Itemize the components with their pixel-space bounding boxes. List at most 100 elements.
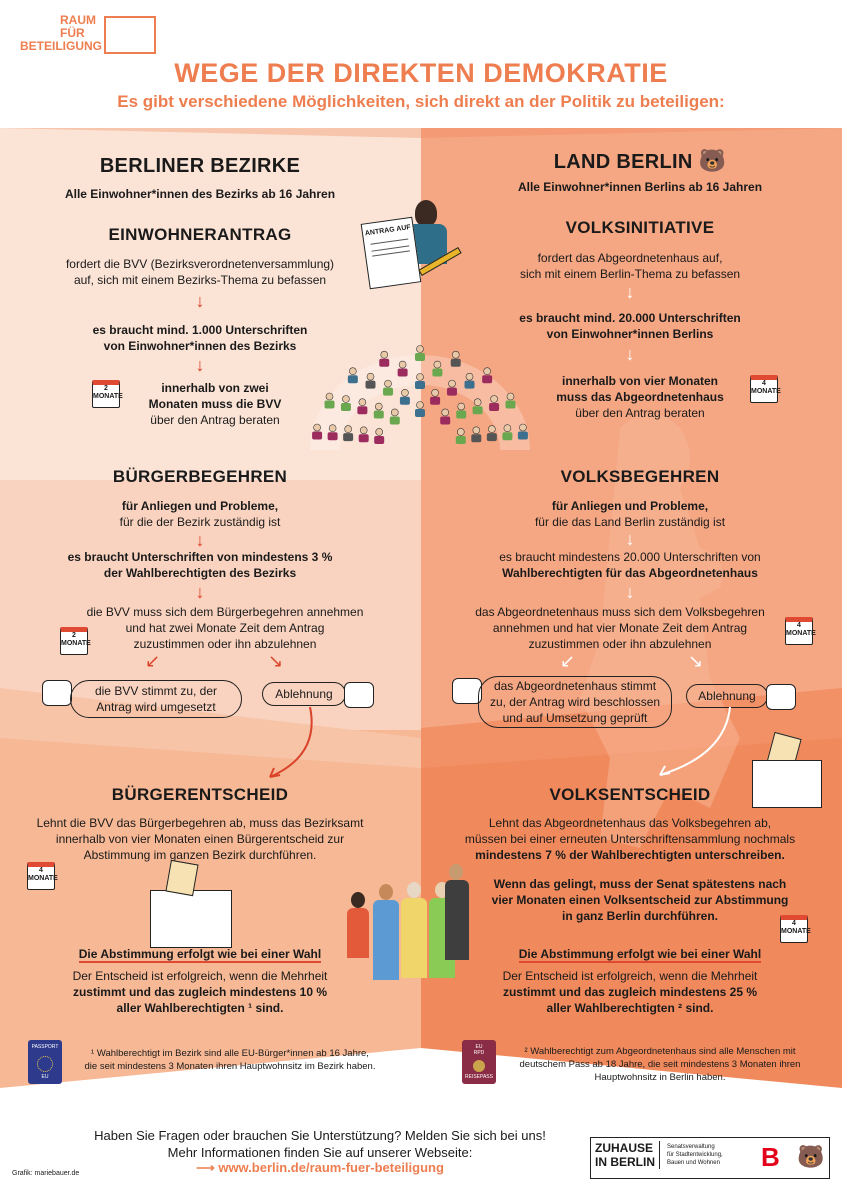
calendar-number: 4 (792, 920, 796, 927)
text-line: Abstimmung im ganzen Bezirk durchführen. (83, 848, 317, 862)
logo-line: FÜR (60, 26, 85, 40)
text-line: von Einwohner*innen Berlins (546, 327, 714, 341)
volksinitiative-desc: fordert das Abgeordnetenhaus auf, sich m… (440, 250, 820, 282)
ballot-paper-icon (165, 859, 199, 897)
approval-bubble: die BVV stimmt zu, der Antrag wird umges… (70, 680, 242, 718)
logo-line: IN BERLIN (595, 1155, 655, 1169)
crowd-person-head (358, 398, 367, 407)
bear-logo-icon: 🐻 (797, 1144, 825, 1169)
buergerbegehren-title: BÜRGERBEGEHREN (112, 467, 288, 486)
calendar-unit: MONATE (61, 640, 91, 647)
people-group-illustration (345, 862, 475, 987)
crowd-person-body (455, 435, 466, 444)
vote-heading: Die Abstimmung erfolgt wie bei einer Wah… (480, 947, 800, 963)
crowd-person-head (483, 367, 491, 376)
german-passport-icon: EU RPD REISEPASS (462, 1040, 496, 1084)
crowd-person-head (465, 372, 474, 381)
crowd-person-head (398, 360, 407, 369)
text-line: ² Wahlberechtigt zum Abgeordnetenhaus si… (524, 1046, 796, 1057)
text-line: es braucht mind. 20.000 Unterschriften (519, 311, 741, 325)
crowd-person-head (506, 392, 515, 401)
volksentscheid-title: VOLKSENTSCHEID (549, 785, 711, 804)
crowd-person-head (344, 425, 352, 433)
crowd-person-body (517, 431, 528, 440)
crowd-person-body (357, 406, 368, 415)
text-line: Der Entscheid ist erfolgreich, wenn die … (502, 969, 758, 983)
text-line: innerhalb von vier Monaten einen Bürgere… (55, 832, 345, 846)
text-line: muss das Abgeordnetenhaus (556, 390, 724, 404)
text-line: für Anliegen und Probleme, (121, 499, 279, 513)
footer-text: Haben Sie Fragen oder brauchen Sie Unter… (60, 1127, 580, 1161)
crowd-person-head (375, 428, 383, 436)
crowd-person-body (446, 387, 457, 396)
crowd-person-head (503, 424, 512, 432)
logo-line: Senatsverwaltung (667, 1144, 715, 1150)
thumbs-up-icon (452, 678, 482, 704)
text-line: es braucht mindestens 20.000 Unterschrif… (499, 550, 761, 564)
arrow-down: ↓ (625, 344, 635, 364)
ballot-box-icon (150, 890, 232, 948)
text-line: zuzustimmen oder ihn abzulehnen (133, 637, 317, 651)
crowd-person-head (488, 425, 496, 433)
footer-link[interactable]: ⟶ www.berlin.de/raum-fuer-beteiligung (170, 1160, 470, 1176)
crowd-person-body (430, 396, 441, 405)
crowd-person-body (373, 410, 384, 419)
volksentscheid-senat: Wenn das gelingt, muss der Senat spätest… (470, 876, 810, 924)
crowd-person-body (502, 432, 513, 441)
crowd-person-body (505, 400, 516, 409)
volksbegehren-title: VOLKSBEGEHREN (560, 467, 720, 486)
calendar-number: 2 (104, 385, 108, 392)
text-line: über den Antrag beraten (150, 413, 280, 427)
person-head-icon (351, 892, 365, 908)
person-body-icon (347, 908, 369, 958)
crowd-person-body (327, 432, 338, 441)
crowd-person-body (471, 434, 482, 443)
text-line: Antrag wird umgesetzt (96, 700, 216, 714)
text-line: sich mit einem Berlin-Thema zu befassen (519, 267, 741, 281)
text-line: der Wahlberechtigten des Bezirks (103, 566, 297, 580)
crowd-person-body (472, 406, 483, 415)
calendar-unit: MONATE (28, 875, 58, 882)
crowd-person-head (472, 426, 481, 435)
berlin-b-logo: B (761, 1142, 780, 1172)
vote-heading: Die Abstimmung erfolgt wie bei einer Wah… (60, 947, 340, 963)
vote-heading-text: Die Abstimmung erfolgt wie bei einer Wah… (78, 947, 322, 963)
credit: Grafik: mariebauer.de (12, 1170, 80, 1177)
berlin-bear-icon: 🐻 (698, 148, 727, 173)
text-line: zu, der Antrag wird beschlossen (489, 695, 661, 709)
volksinitiative-title: VOLKSINITIATIVE (565, 218, 715, 237)
crowd-person-head (390, 408, 399, 417)
text-line: zustimmt und das zugleich mindestens 10 … (72, 985, 328, 999)
passport-label: PASSPORT (31, 1044, 59, 1050)
text-line: Lehnt das Abgeordnetenhaus das Volksbege… (488, 816, 772, 830)
passport-label: REISEPASS (465, 1074, 493, 1080)
ballot-box-icon (752, 760, 822, 808)
arrow-down-right: ↘ (688, 651, 704, 671)
einwohnerantrag-desc: fordert die BVV (Bezirksverordnetenversa… (0, 256, 400, 288)
crowd-person-body (415, 381, 425, 389)
crowd-person-body (374, 435, 385, 444)
crowd-person-body (397, 368, 408, 377)
arrow-down: ↓ (195, 291, 205, 311)
text-line: Der Entscheid ist erfolgreich, wenn die … (72, 969, 328, 983)
eu-passport-icon: PASSPORT EU (28, 1040, 62, 1084)
buergerbegehren-desc: für Anliegen und Probleme, für die der B… (0, 498, 400, 530)
crowd-person-head (457, 428, 465, 436)
crowd-person-head (325, 392, 334, 401)
text-line: und hat zwei Monate Zeit dem Antrag (125, 621, 325, 635)
arrow-down: ↓ (625, 529, 635, 549)
crowd-person-head (349, 367, 357, 376)
page-subtitle: Es gibt verschiedene Möglichkeiten, sich… (117, 92, 725, 111)
crowd-person-head (448, 379, 456, 388)
crowd-person-head (328, 424, 337, 432)
crowd-person-body (343, 433, 354, 442)
arrow-down-left: ↙ (560, 651, 576, 671)
text-line: aller Wahlberechtigten ² sind. (546, 1001, 714, 1015)
text-line: die seit mindestens 3 Monaten ihren Haup… (84, 1061, 376, 1072)
crowd-person-body (324, 400, 335, 409)
crowd-person-head (313, 423, 321, 432)
logo-line: für Stadtentwicklung, (667, 1152, 723, 1158)
footer-link-text[interactable]: www.berlin.de/raum-fuer-beteiligung (218, 1160, 444, 1175)
